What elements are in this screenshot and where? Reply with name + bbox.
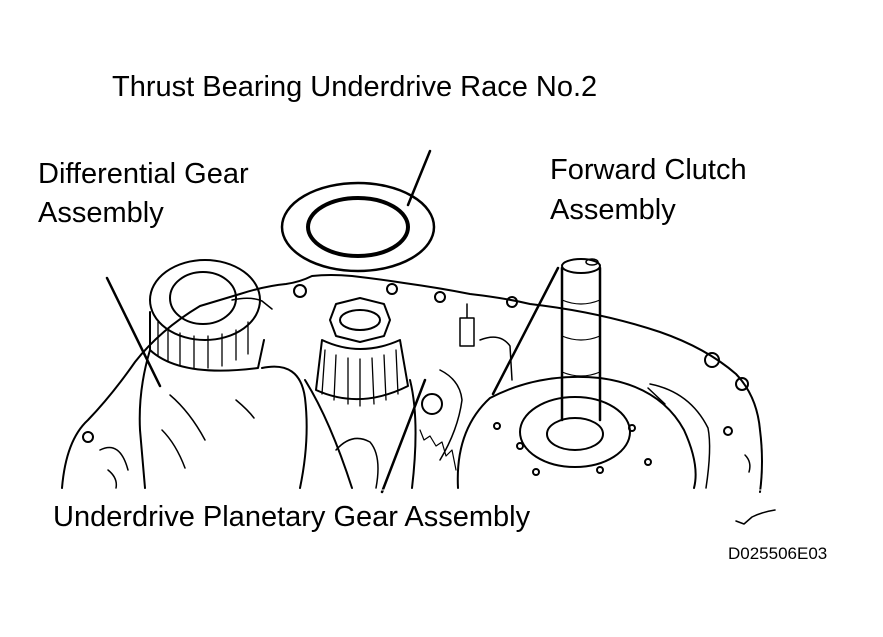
label-differential-gear-line1: Differential Gear	[38, 158, 249, 190]
thrust-bearing-race	[280, 181, 436, 273]
differential-gear-assembly	[99, 259, 308, 489]
leader-forward-clutch	[491, 266, 560, 396]
leader-underdrive-planetary	[380, 378, 427, 494]
label-forward-clutch-line2: Assembly	[550, 194, 676, 226]
leader-lines	[105, 149, 560, 494]
figure-id: D025506E03	[728, 544, 828, 563]
view-mark	[735, 509, 776, 525]
label-thrust-bearing-race: Thrust Bearing Underdrive Race No.2	[112, 71, 598, 103]
leader-differential	[105, 276, 162, 388]
label-underdrive-planetary-gear: Underdrive Planetary Gear Assembly	[53, 501, 531, 533]
label-forward-clutch-line1: Forward Clutch	[550, 154, 747, 186]
underdrive-planetary-gear-assembly	[304, 297, 475, 489]
leader-thrust-bearing	[406, 149, 432, 207]
forward-clutch-assembly	[456, 258, 711, 489]
transaxle-case	[61, 274, 763, 493]
label-differential-gear-line2: Assembly	[38, 197, 164, 229]
